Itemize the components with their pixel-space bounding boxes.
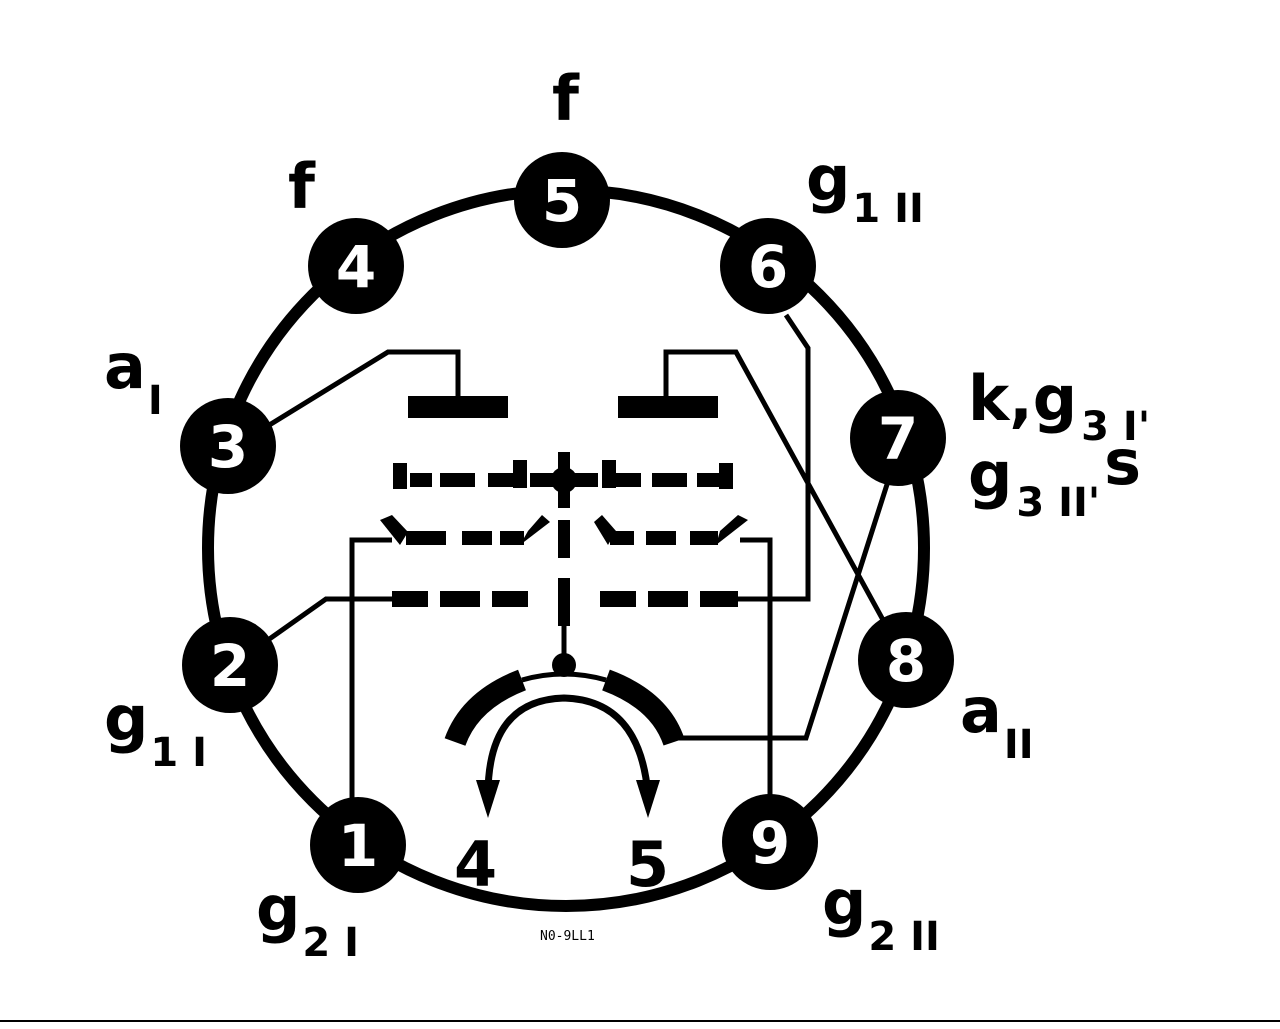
grid-1 [392,591,738,607]
pin-5: 5 [514,152,610,248]
heater-arc [484,694,652,796]
pin-9-label: g2 II [822,866,940,960]
drawing-code: N0-9LL1 [540,929,595,944]
heater-label-5: 5 [626,828,669,901]
pin-8: 8 [858,612,954,708]
pin-3-number: 3 [208,413,248,481]
pin-9-number: 9 [750,809,790,877]
pin-2-number: 2 [210,632,250,700]
pin-4-number: 4 [336,233,376,301]
lead-anode-II [663,349,908,662]
cathode-left [444,669,527,747]
pin-6-number: 6 [748,233,788,301]
lead-g2-II [740,537,773,842]
heater-arrow-left [476,780,500,818]
lead-g1-I [266,596,392,643]
heater-label-4: 4 [454,828,497,901]
pin-1-number: 1 [338,812,378,880]
cathode-junction [552,653,576,677]
pin-6: 6 [720,218,816,314]
grid-2 [380,515,748,545]
pin-8-number: 8 [886,627,926,695]
pin-5-label: f [552,62,580,135]
lead-g2-I [349,537,392,845]
grid-3 [393,460,733,489]
grid-3-stub [558,452,570,508]
anode-I [408,396,508,418]
pin-3-label: aI [104,330,163,424]
pin-7: 7 [850,390,946,486]
lead-g1-II [738,313,811,602]
pin-3: 3 [180,398,276,494]
pin-1: 1 [310,797,406,893]
pin-4-label: f [288,150,316,223]
lead-cathode [674,449,901,741]
lead-anode-I [230,349,461,451]
pin-7-number: 7 [878,405,918,473]
pin-1-label: g2 I [256,872,359,966]
pin-9: 9 [722,794,818,890]
pin-5-number: 5 [542,167,582,235]
pin-6-label: g1 II [806,142,924,232]
pin-4: 4 [308,218,404,314]
pin-2: 2 [182,617,278,713]
anode-II [618,396,718,418]
cathode-right [601,669,685,746]
pin-8-label: aII [960,674,1034,768]
pin-2-label: g1 I [104,682,207,776]
heater-arrow-right [636,780,660,818]
